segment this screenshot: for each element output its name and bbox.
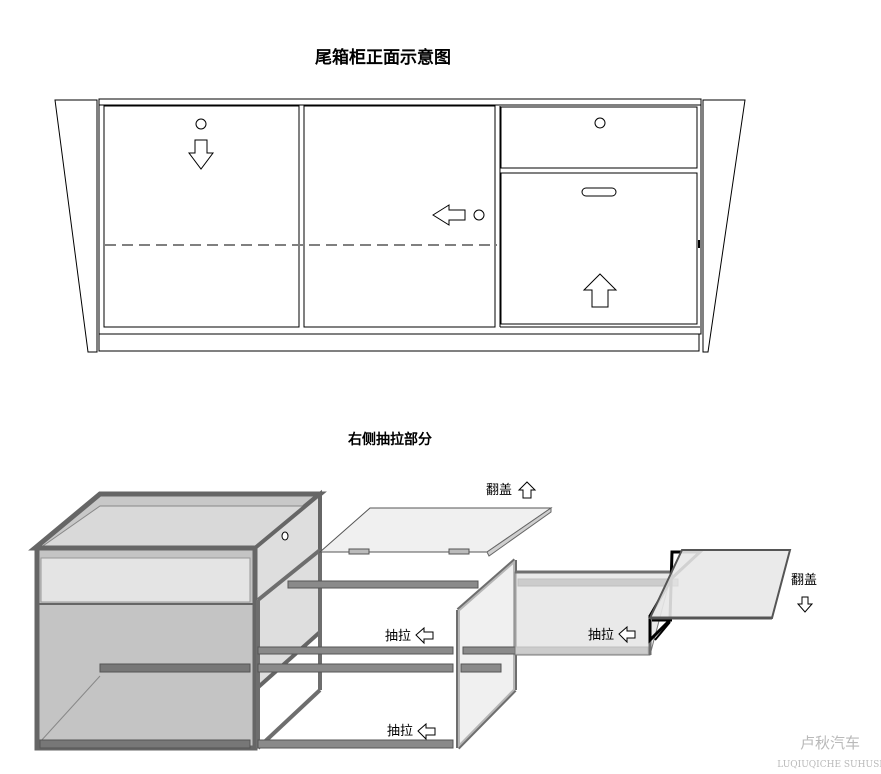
pull-label-middle: 抽拉 [385, 629, 411, 644]
watermark-logo-text: 卢秋汽车 [800, 734, 860, 752]
lid-hinge-left [348, 548, 370, 555]
cabinet-base [98, 333, 700, 352]
left-door-panel [103, 105, 300, 328]
arrow-left-icon [432, 204, 466, 226]
flip-lid-label-right: 翻盖 [791, 573, 817, 588]
middle-door-handle [473, 209, 485, 221]
middle-door-panel [303, 105, 496, 328]
arrow-down-small-icon [796, 596, 814, 613]
arrow-up-small-icon [517, 481, 537, 499]
arrow-left-small-icon [417, 722, 436, 741]
front-handles [195, 117, 617, 221]
front-view-cabinet [54, 98, 746, 353]
right-top-drawer-panel [500, 106, 698, 169]
right-drawer-handle [594, 117, 606, 129]
main-cabinet-box [28, 489, 327, 751]
arrow-left-small-icon [415, 626, 434, 645]
cabinet-side-handle [281, 531, 289, 541]
watermark-subtext: LUQIUQICHE SUHUSI [777, 760, 881, 770]
right-door-slot-handle [581, 187, 617, 197]
right-wing [702, 99, 746, 353]
cabinet-body [98, 98, 702, 335]
lid-hinge-right [448, 548, 470, 555]
left-door-handle [195, 118, 207, 130]
right-bottom-door-panel [500, 172, 698, 325]
cabinet-glass-window [40, 557, 251, 603]
arrow-left-small-icon [618, 625, 636, 644]
drawer-view-title: 右侧抽拉部分 [347, 431, 432, 448]
left-wing [54, 99, 98, 353]
pull-label-right: 抽拉 [588, 628, 614, 643]
arrow-up-icon [582, 273, 618, 308]
flip-lid-label-top: 翻盖 [486, 483, 512, 498]
front-view-title: 尾箱柜正面示意图 [315, 47, 451, 68]
pull-label-bottom: 抽拉 [387, 724, 413, 739]
middle-flip-lid [318, 507, 553, 553]
arrow-down-icon [188, 139, 214, 170]
